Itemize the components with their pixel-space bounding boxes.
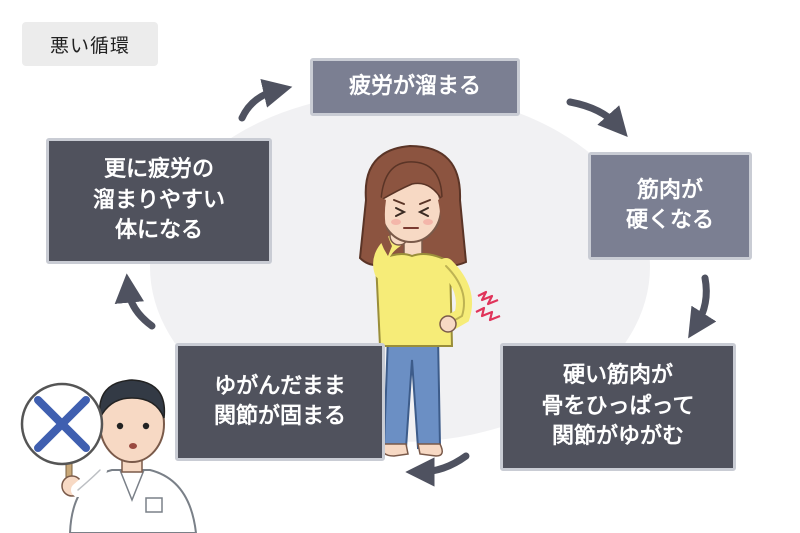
cycle-arrow-icon	[688, 274, 717, 339]
cycle-step-joints-fixed: ゆがんだまま 関節が固まる	[175, 343, 385, 461]
cycle-step-label: 筋肉が 硬くなる	[625, 177, 714, 233]
cycle-arrow-icon	[238, 78, 293, 122]
cycle-step-label: ゆがんだまま 関節が固まる	[213, 373, 346, 429]
cycle-step-more-fatigue-prone: 更に疲労の 溜まりやすい 体になる	[46, 138, 272, 264]
cycle-arrow-icon	[405, 452, 470, 487]
pain-mark-icon	[475, 290, 501, 322]
cycle-step-joints-distort: 硬い筋肉が 骨をひっぱって 関節がゆがむ	[500, 343, 736, 471]
doctor-x-sign-illustration	[20, 379, 198, 533]
cycle-step-label: 更に疲労の 溜まりやすい 体になる	[92, 157, 225, 244]
cycle-arrow-icon	[114, 273, 156, 330]
cycle-arrow-icon	[566, 98, 628, 137]
woman-hip-pain-illustration	[358, 144, 472, 457]
diagram-title: 悪い循環	[22, 22, 158, 66]
cycle-step-label: 硬い筋肉が 骨をひっぱって 関節がゆがむ	[541, 363, 695, 450]
cycle-step-label: 疲労が溜まる	[348, 73, 481, 99]
x-mark-icon	[34, 396, 90, 452]
cycle-step-fatigue-accumulates: 疲労が溜まる	[310, 58, 520, 116]
cycle-step-muscles-stiffen: 筋肉が 硬くなる	[588, 152, 752, 260]
